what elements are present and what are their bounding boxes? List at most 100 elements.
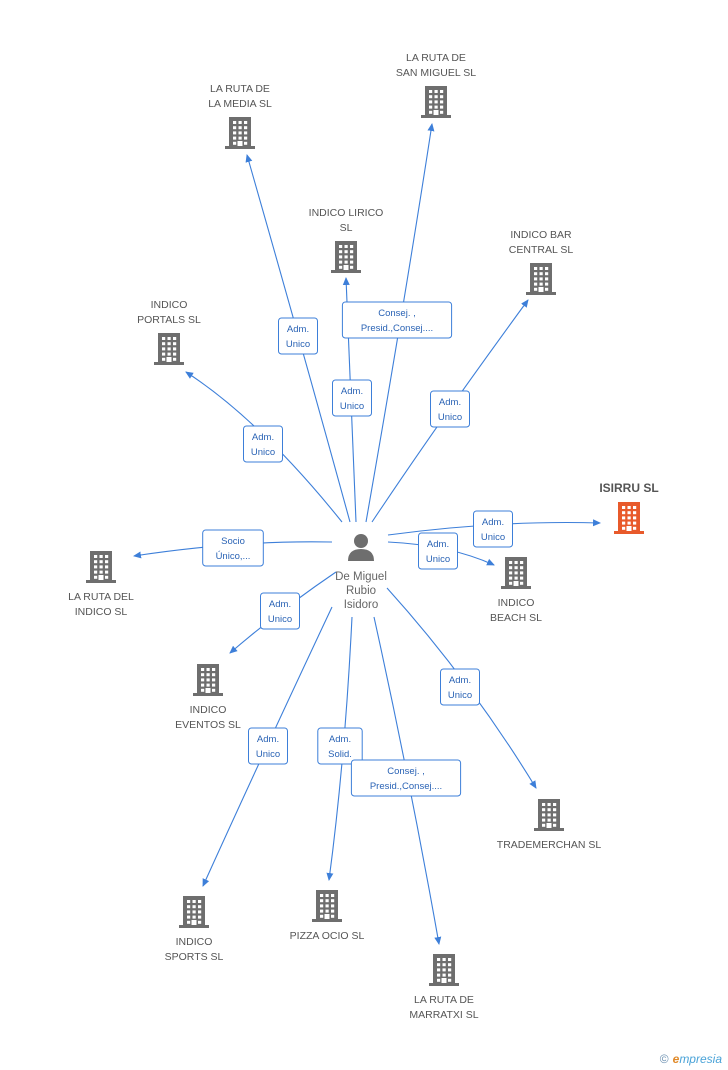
building-window <box>201 673 205 677</box>
person-label: De Miguel <box>335 571 387 583</box>
building-window <box>173 357 177 361</box>
building-window <box>339 255 343 259</box>
building-window <box>192 900 196 903</box>
company-label: SAN MIGUEL SL <box>396 67 476 79</box>
building-window <box>429 100 433 104</box>
edge-label-trademerchan[interactable]: Adm.Unico <box>440 668 480 706</box>
building-window <box>509 566 513 570</box>
edge-label-text: Unico <box>481 532 505 543</box>
edge-label-pizza_ocio[interactable]: Adm.Solid. <box>317 727 363 765</box>
edge-label-ruta_indico[interactable]: SocioÚnico,... <box>202 529 264 567</box>
company-node-indico_beach[interactable] <box>501 557 531 589</box>
building-window <box>320 899 324 903</box>
building-window <box>331 909 335 913</box>
building-window <box>542 823 546 827</box>
company-label: MARRATXI SL <box>409 1009 478 1021</box>
building-base <box>526 292 556 295</box>
building-window <box>437 963 441 967</box>
building-window <box>320 894 324 897</box>
edge-label-box <box>341 301 453 339</box>
building-window <box>206 668 210 671</box>
edge-label-ruta_san_miguel[interactable]: Consej. ,Presid.,Consej.... <box>341 301 453 339</box>
brand-name: mpresia <box>679 1052 722 1066</box>
company-label: INDICO LIRICO <box>309 207 384 219</box>
edge-label-box <box>278 317 318 355</box>
building-window <box>350 250 354 254</box>
building-window <box>331 904 335 908</box>
company-node-ruta_marratxi[interactable] <box>429 954 459 986</box>
edge-label-text: Unico <box>426 554 450 565</box>
company-node-indico_eventos[interactable] <box>193 664 223 696</box>
building-window <box>534 277 538 281</box>
building-window <box>233 131 237 135</box>
edge-label-indico_lirico[interactable]: Adm. Unico <box>332 379 372 417</box>
edge-label-indico_beach[interactable]: Adm.Unico <box>418 532 458 570</box>
building-window <box>539 277 543 281</box>
building-window <box>99 560 103 564</box>
building-window <box>429 90 433 93</box>
edge-label-text: Único,... <box>216 551 251 562</box>
building-window <box>542 808 546 812</box>
copyright-symbol: © <box>659 1052 669 1066</box>
edge-label-ruta_marratxi[interactable]: Consej. ,Presid.,Consej.... <box>350 759 462 797</box>
building-door <box>513 581 519 586</box>
building-window <box>94 565 98 569</box>
person-head <box>354 534 368 548</box>
building-window <box>233 136 237 140</box>
building-window <box>238 131 242 135</box>
building-window <box>238 136 242 140</box>
edge-label-text: Adm. <box>482 517 504 528</box>
edge-label-text: Unico <box>340 401 364 412</box>
company-node-indico_sports[interactable] <box>179 896 209 928</box>
building-window <box>238 126 242 130</box>
building-window <box>448 978 452 982</box>
building-window <box>553 818 557 822</box>
company-node-indico_bar[interactable] <box>526 263 556 295</box>
company-node-ruta_san_miguel[interactable] <box>421 86 451 118</box>
building-base <box>225 146 255 149</box>
building-door <box>205 688 211 693</box>
building-door <box>324 914 330 919</box>
building-window <box>633 516 637 520</box>
company-node-pizza_ocio[interactable] <box>312 890 342 922</box>
building-window <box>542 818 546 822</box>
building-window <box>198 910 202 914</box>
building-window <box>331 914 335 918</box>
edge-label-indico_portals[interactable]: Adm.Unico <box>243 425 283 463</box>
building-window <box>440 110 444 114</box>
edge-label-ruta_media[interactable]: Adm.Unico <box>278 317 318 355</box>
company-label: BEACH SL <box>490 612 542 624</box>
edge-label-isirru[interactable]: Adm. Unico <box>473 510 513 548</box>
building-base <box>429 983 459 986</box>
edge-label-text: Adm. <box>341 386 363 397</box>
building-window <box>187 915 191 919</box>
building-window <box>339 260 343 264</box>
building-window <box>520 566 524 570</box>
edge-label-indico_sports[interactable]: Adm.Unico <box>248 727 288 765</box>
building-window <box>350 255 354 259</box>
edge-label-box <box>317 727 363 765</box>
edge-label-indico_bar[interactable]: Adm.Unico <box>430 390 470 428</box>
company-node-indico_portals[interactable] <box>154 333 184 365</box>
company-node-isirru[interactable] <box>614 502 644 534</box>
company-node-ruta_indico[interactable] <box>86 551 116 583</box>
building-base <box>179 925 209 928</box>
company-label: INDICO <box>498 597 535 609</box>
building-window <box>442 968 446 972</box>
building-window <box>167 337 171 340</box>
building-door <box>626 526 632 531</box>
edge-label-indico_eventos[interactable]: Adm.Unico <box>260 592 300 630</box>
person-icon[interactable] <box>348 534 374 561</box>
company-node-ruta_media[interactable] <box>225 117 255 149</box>
building-window <box>547 813 551 817</box>
building-window <box>545 287 549 291</box>
building-window <box>539 267 543 270</box>
building-window <box>212 683 216 687</box>
company-label: LA RUTA DE <box>414 994 474 1006</box>
company-node-trademerchan[interactable] <box>534 799 564 831</box>
building-window <box>344 245 348 248</box>
building-window <box>325 909 329 913</box>
company-node-indico_lirico[interactable] <box>331 241 361 273</box>
building-window <box>350 245 354 248</box>
building-window <box>542 803 546 806</box>
